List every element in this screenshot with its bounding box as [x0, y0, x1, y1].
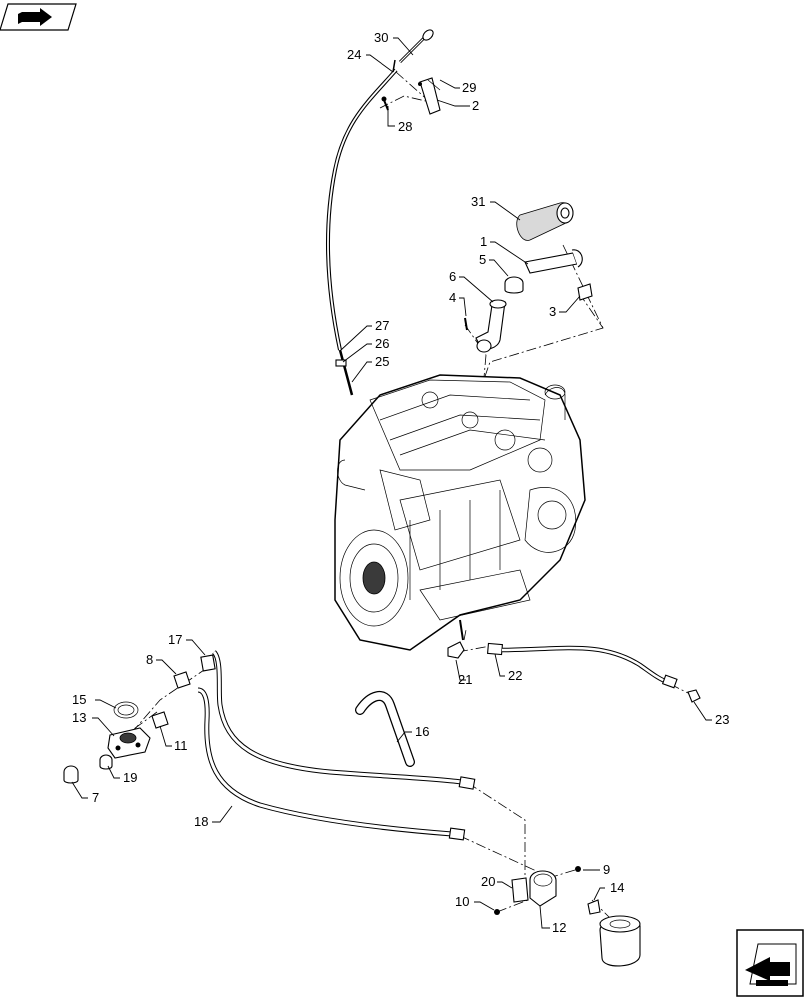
hose-end-fitting [687, 689, 701, 703]
bracket-bolt [381, 96, 389, 111]
callout-16[interactable]: 16 [415, 724, 429, 739]
callout-22[interactable]: 22 [508, 668, 522, 683]
leader-lines [71, 37, 712, 929]
callout-10[interactable]: 10 [455, 894, 469, 909]
adapter-fitting-8 [173, 671, 191, 689]
callout-29[interactable]: 29 [462, 80, 476, 95]
callout-7[interactable]: 7 [92, 790, 99, 805]
adapter-fitting-11 [151, 711, 169, 729]
callout-8[interactable]: 8 [146, 652, 153, 667]
filter-adapter-head [107, 727, 151, 759]
callout-4[interactable]: 4 [449, 290, 456, 305]
callout-2[interactable]: 2 [472, 98, 479, 113]
dipstick-tube [326, 59, 398, 396]
upper-oil-hose [200, 650, 476, 790]
callout-1[interactable]: 1 [480, 234, 487, 249]
remote-filter-head [511, 870, 557, 907]
callout-21[interactable]: 21 [458, 672, 472, 687]
callout-11[interactable]: 11 [174, 738, 188, 753]
nipple-14 [587, 899, 601, 915]
callout-9[interactable]: 9 [603, 862, 610, 877]
lower-oil-hose [197, 687, 466, 841]
callout-25[interactable]: 25 [375, 354, 389, 369]
hose-clamp [577, 283, 593, 301]
plug-19 [99, 754, 113, 770]
bent-tube [355, 691, 415, 767]
callout-26[interactable]: 26 [375, 336, 389, 351]
elbow-fitting [447, 641, 465, 659]
callout-28[interactable]: 28 [398, 119, 412, 134]
right-oil-hose [486, 642, 678, 689]
filler-tube-upper [524, 249, 583, 274]
book-arrow-icon[interactable] [0, 3, 77, 31]
filler-tube-lower [475, 299, 507, 353]
bolt-9 [575, 866, 581, 872]
callout-24[interactable]: 24 [347, 47, 361, 62]
filler-cap [504, 276, 524, 294]
callout-15[interactable]: 15 [72, 692, 86, 707]
callout-labels: 30 24 29 2 28 31 1 5 6 4 3 27 26 25 17 8… [72, 30, 729, 935]
callout-3[interactable]: 3 [549, 304, 556, 319]
oil-filter [599, 915, 641, 967]
next-page-arrow-icon[interactable] [736, 929, 804, 997]
callout-13[interactable]: 13 [72, 710, 86, 725]
callout-27[interactable]: 27 [375, 318, 389, 333]
callout-17[interactable]: 17 [168, 632, 182, 647]
callout-30[interactable]: 30 [374, 30, 388, 45]
nut-10 [494, 909, 500, 915]
callout-14[interactable]: 14 [610, 880, 624, 895]
callout-18[interactable]: 18 [194, 814, 208, 829]
callout-5[interactable]: 5 [479, 252, 486, 267]
plug-7 [63, 765, 79, 784]
callout-23[interactable]: 23 [715, 712, 729, 727]
dipstick-handle [398, 29, 434, 64]
callout-6[interactable]: 6 [449, 269, 456, 284]
tube-clip [335, 359, 347, 367]
mounting-bracket [418, 77, 441, 115]
callout-31[interactable]: 31 [471, 194, 485, 209]
callout-19[interactable]: 19 [123, 770, 137, 785]
o-ring [113, 701, 139, 719]
filter-bracket [511, 877, 529, 903]
filler-cap-cover [516, 202, 574, 241]
filler-screw [464, 317, 468, 331]
callout-20[interactable]: 20 [481, 874, 495, 889]
engine-assembly [334, 374, 586, 651]
callout-12[interactable]: 12 [552, 920, 566, 935]
